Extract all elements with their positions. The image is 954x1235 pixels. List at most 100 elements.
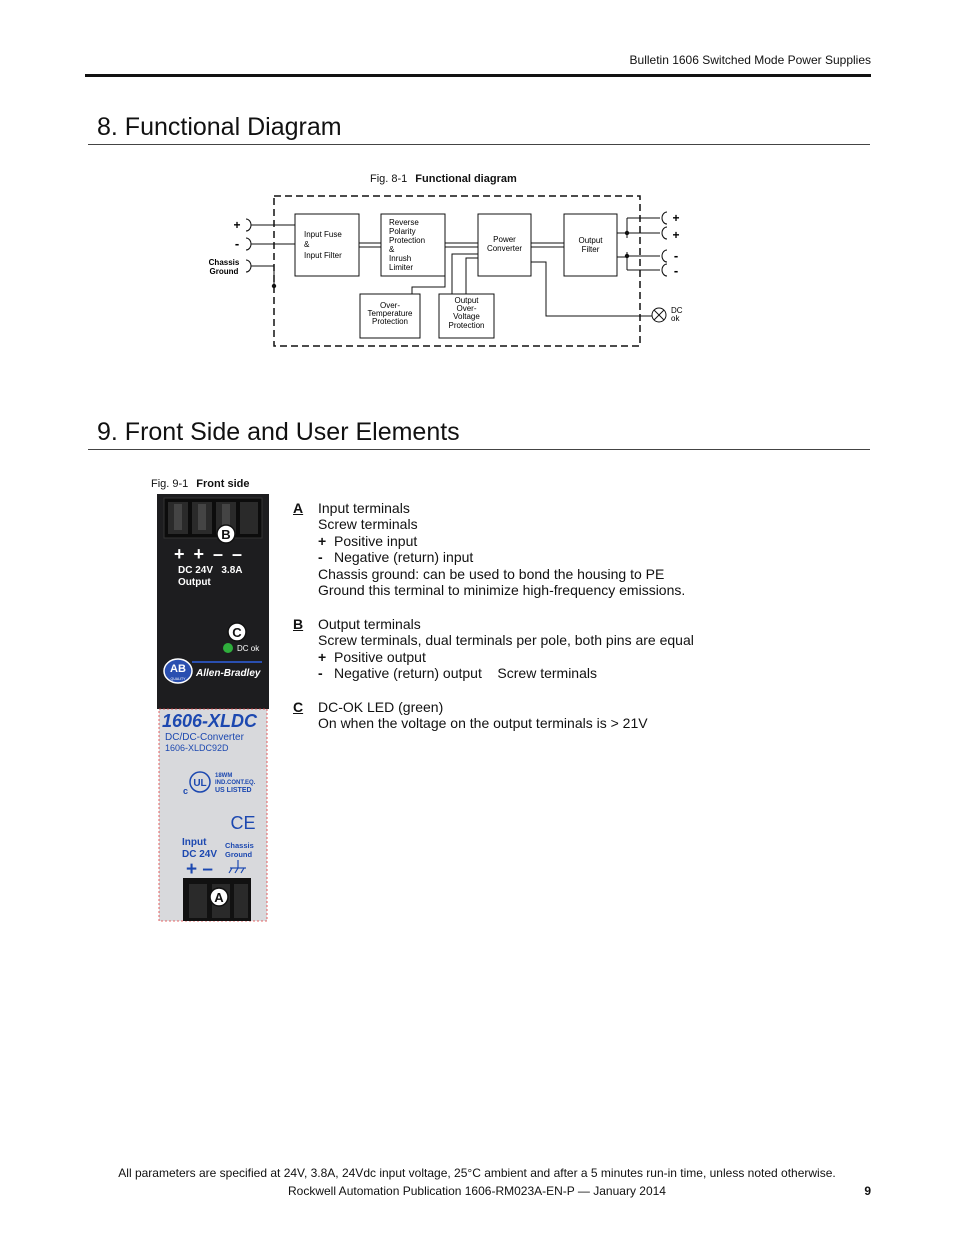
output-polarity-marks: + + – – [174, 544, 244, 564]
fig-8-1-label: Fig. 8-1 [370, 173, 408, 185]
block-reverse-line3: Protection [389, 236, 425, 245]
block-reverse-line5: Inrush [389, 254, 411, 263]
output-minus-symbol-2: - [674, 263, 678, 278]
ul-c-mark: c [183, 786, 188, 796]
ul-line-2: IND.CONT.EQ. [215, 780, 256, 786]
description-a-minus-sym: - [318, 549, 323, 566]
block-output-filter-line1: Output [578, 236, 603, 245]
marker-c-letter: C [232, 625, 242, 640]
fig-8-1-title: Functional diagram [415, 173, 517, 185]
input-minus-symbol: - [235, 236, 239, 251]
input-minus-terminal [245, 237, 252, 251]
allen-bradley-logo [163, 658, 193, 684]
marker-b [216, 524, 236, 544]
description-c-letter: C [293, 699, 304, 715]
section-9-title: 9. Front Side and User Elements [97, 418, 460, 446]
ul-line-3: US LISTED [215, 787, 252, 794]
device-front-illustration: B + + – – DC 24V 3.8A Output C DC ok AB … [157, 494, 269, 922]
section-9-rule [88, 449, 870, 450]
description-b-title: Output terminals [318, 616, 421, 632]
description-b-letter: B [293, 616, 304, 632]
block-reverse-line2: Polarity [389, 227, 416, 236]
ce-mark-icon: CE [230, 813, 255, 833]
marker-b-letter: B [221, 527, 230, 542]
description-b-minus-text: Negative (return) output Screw terminals [334, 665, 597, 682]
description-b-minus: -Negative (return) output Screw terminal… [318, 665, 597, 681]
marker-a [209, 887, 229, 907]
block-overtemp-line1: Over- [380, 301, 400, 310]
output-rating: DC 24V 3.8A [178, 565, 242, 576]
block-output-filter-line2: Filter [582, 245, 600, 254]
block-power-line1: Power [493, 235, 516, 244]
block-overtemp-line3: Protection [372, 317, 408, 326]
marker-c [227, 622, 247, 642]
block-input-fuse [294, 213, 360, 277]
block-input-fuse-line3: Input Filter [304, 251, 342, 260]
description-a-minus: -Negative (return) input [318, 549, 473, 565]
description-a-plus-sym: + [318, 532, 327, 549]
input-plus-symbol: + [233, 218, 240, 232]
block-input-fuse-line2: & [304, 240, 310, 249]
description-c-sub: On when the voltage on the output termin… [318, 715, 648, 732]
output-minus-terminal-2 [661, 263, 668, 277]
device-type: DC/DC-Converter [165, 732, 245, 743]
fig-9-1-label: Fig. 9-1 [151, 478, 189, 490]
chassis-terminal [245, 259, 252, 273]
description-a-plus-text: Positive input [334, 532, 418, 549]
chassis-ground-label-2: Ground [225, 850, 252, 859]
description-b-minus-sym: - [318, 665, 323, 682]
section-8-title: 8. Functional Diagram [97, 113, 342, 141]
dc-ok-label-2: ok [671, 314, 680, 323]
fig-9-1-title: Front side [196, 478, 250, 490]
header-rule [85, 74, 871, 77]
description-b-plus: + Positive output [318, 649, 426, 665]
block-reverse-line4: & [389, 245, 395, 254]
block-ovp-line1: Output [454, 296, 479, 305]
block-output-ovp [438, 293, 495, 339]
brand-name: Allen-Bradley [195, 668, 261, 679]
block-input-fuse-line1: Input Fuse [304, 230, 342, 239]
bulletin-header: Bulletin 1606 Switched Mode Power Suppli… [629, 53, 871, 67]
fig-9-1-caption: Fig. 9-1 Front side [151, 478, 249, 490]
block-reverse-line6: Limiter [389, 263, 413, 272]
block-reverse-polarity [380, 213, 446, 277]
section-8-rule [88, 144, 870, 145]
input-rating: DC 24V [182, 849, 217, 860]
output-label: Output [178, 577, 211, 588]
ground-symbol-icon [228, 860, 246, 874]
output-plus-terminal-1 [661, 211, 668, 225]
block-power-converter [477, 213, 532, 277]
block-overtemp-line2: Temperature [368, 309, 413, 318]
fig-8-1-caption: Fig. 8-1 Functional diagram [370, 173, 517, 185]
description-b-plus-text: Positive output [334, 648, 426, 665]
description-a-chassis-2: Ground this terminal to minimize high-fr… [318, 582, 686, 598]
functional-diagram: + - Chassis Ground Input Fuse & Input Fi… [209, 195, 683, 347]
output-plus-symbol-1: + [672, 211, 679, 225]
chassis-label-1: Chassis [209, 258, 240, 267]
description-b-sub: Screw terminals, dual terminals per pole… [318, 632, 694, 649]
block-ovp-line2: Over- [457, 304, 477, 313]
marker-a-letter: A [214, 890, 224, 905]
block-over-temperature [359, 293, 421, 339]
catalog-number: 1606-XLDC92D [165, 743, 229, 753]
block-reverse-line1: Reverse [389, 218, 419, 227]
allen-bradley-logo-text: AB [170, 663, 186, 675]
input-polarity-marks: + – [186, 859, 213, 880]
page-number: 9 [864, 1184, 871, 1198]
footer-publication: Rockwell Automation Publication 1606-RM0… [288, 1184, 666, 1198]
dc-ok-label-1: DC [671, 306, 683, 315]
description-a-plus: + Positive input [318, 533, 417, 549]
block-ovp-line3: Voltage [453, 312, 480, 321]
output-minus-terminal-1 [661, 249, 668, 263]
description-a-minus-text: Negative (return) input [334, 549, 474, 566]
dc-ok-led-label: DC ok [237, 644, 260, 653]
description-b-plus-sym: + [318, 648, 327, 665]
allen-bradley-quality-text: QUALITY [171, 677, 187, 681]
description-a-title: Input terminals [318, 500, 410, 516]
block-output-filter [563, 213, 618, 277]
model-name: 1606-XLDC [162, 711, 258, 731]
description-a-chassis-1: Chassis ground: can be used to bond the … [318, 565, 665, 582]
chassis-label-2: Ground [210, 267, 239, 276]
chassis-ground-label-1: Chassis [225, 841, 254, 850]
footer-note: All parameters are specified at 24V, 3.8… [118, 1166, 836, 1180]
